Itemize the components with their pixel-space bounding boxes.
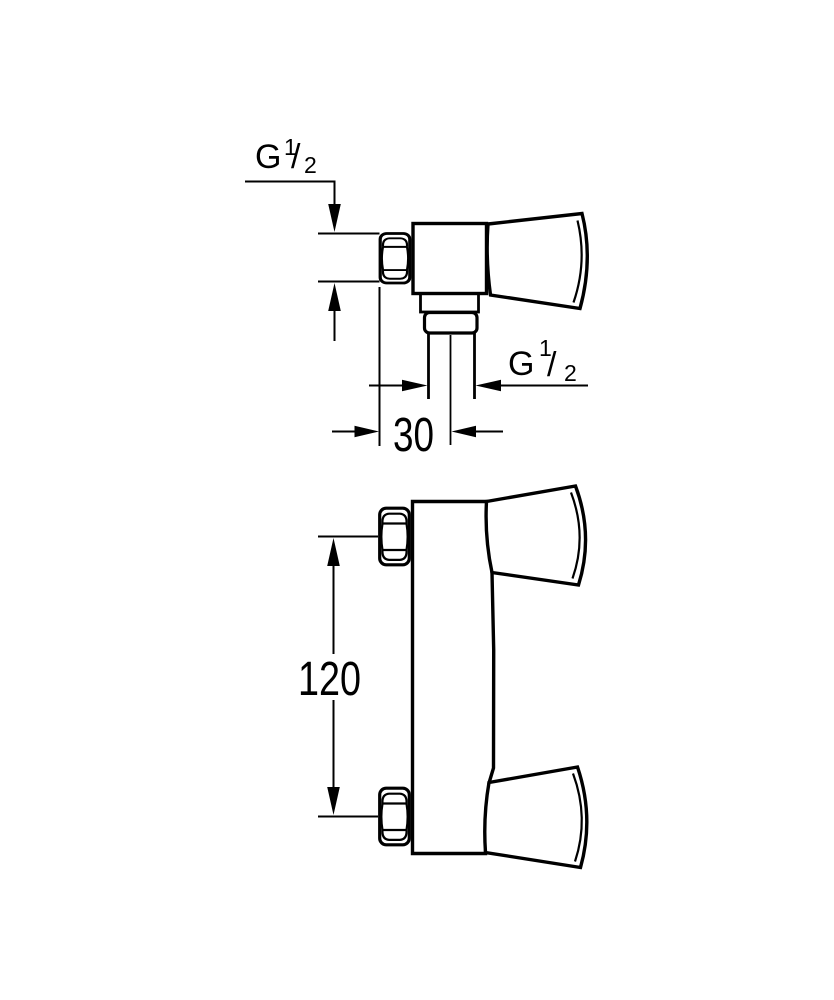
union-nut-side	[378, 231, 412, 285]
dim-arrow-up	[328, 283, 341, 311]
outlet-thread-denominator: 2	[564, 360, 577, 386]
outlet-thread-slash: /	[547, 346, 557, 384]
leader-line	[245, 180, 336, 208]
dim-inlet-thread: G 1 / 2	[245, 134, 380, 341]
side-view: G 1 / 2 G 1 / 2	[245, 134, 589, 462]
dim-center-distance-120: 120	[298, 535, 378, 818]
mixer-body-front	[410, 499, 496, 856]
dim-arrow-right	[354, 425, 379, 438]
dim-outlet-thread: G 1 / 2	[369, 335, 588, 392]
dim-offset-30: 30	[332, 287, 503, 462]
handle-knob-top	[484, 484, 588, 587]
outlet-thread-numerator: 1	[539, 335, 552, 361]
dim-arrow-down	[328, 204, 341, 232]
knob-face-arc	[569, 492, 581, 579]
outlet-thread-label: G	[508, 345, 534, 383]
front-view: 120	[298, 484, 589, 870]
inlet-thread-numerator: 1	[284, 134, 297, 160]
knob-face-arc	[571, 773, 583, 862]
outlet-pipe	[427, 333, 476, 399]
union-nut-top	[378, 506, 411, 567]
dim-arrow-down	[327, 787, 340, 815]
inlet-thread-denominator: 2	[304, 152, 317, 178]
inlet-thread-slash: /	[291, 138, 301, 176]
valve-body-side	[411, 221, 489, 296]
offset-value: 30	[393, 409, 434, 462]
outlet-collar	[422, 310, 479, 335]
inlet-thread-label: G	[255, 138, 281, 176]
dim-arrow-right	[402, 379, 428, 392]
extension-line	[318, 535, 378, 818]
center-distance-value: 120	[298, 653, 361, 706]
extension-line	[318, 232, 380, 283]
handle-knob-side	[485, 211, 589, 311]
dim-arrow-left	[475, 379, 501, 392]
handle-knob-bottom	[483, 765, 589, 870]
dim-arrow-left	[451, 425, 476, 438]
union-nut-bottom	[378, 786, 411, 847]
dim-arrow-up	[327, 538, 340, 566]
knob-face-arc	[572, 220, 583, 303]
